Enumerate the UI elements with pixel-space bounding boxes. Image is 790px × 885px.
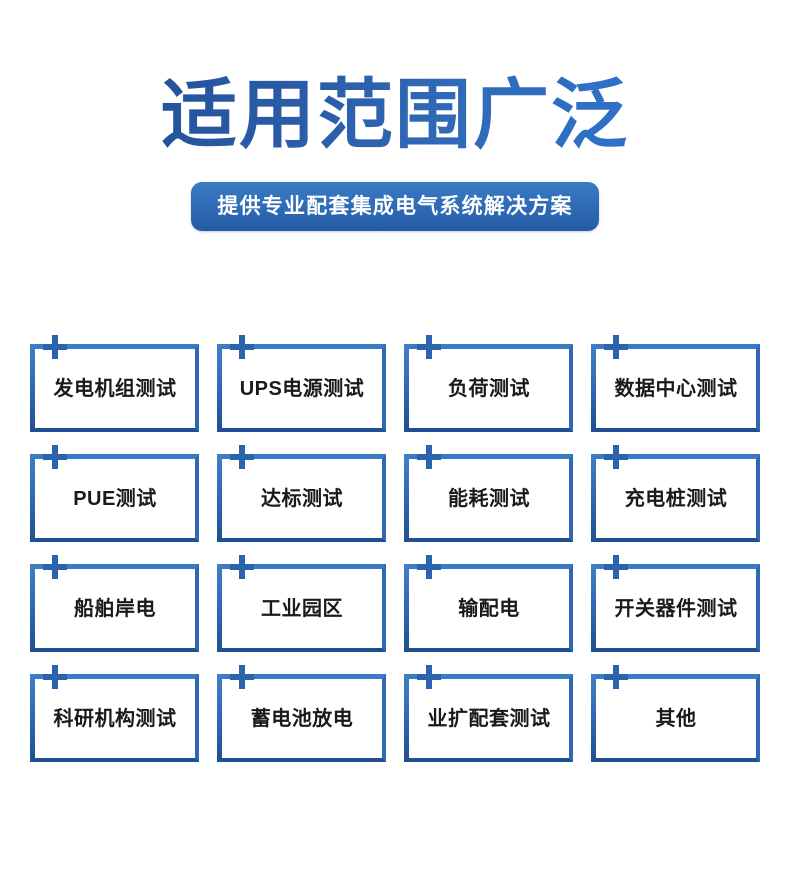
application-card[interactable]: 业扩配套测试 — [404, 665, 573, 762]
plus-icon — [43, 665, 67, 689]
application-card[interactable]: 达标测试 — [217, 445, 386, 542]
application-card[interactable]: 输配电 — [404, 555, 573, 652]
plus-icon — [604, 665, 628, 689]
application-card-label: 输配电 — [458, 597, 520, 620]
application-card-label: 发电机组测试 — [53, 377, 177, 400]
plus-icon — [230, 555, 254, 579]
plus-icon — [230, 445, 254, 469]
application-card[interactable]: UPS电源测试 — [217, 335, 386, 432]
subtitle-text: 提供专业配套集成电气系统解决方案 — [217, 195, 573, 218]
plus-icon — [230, 665, 254, 689]
plus-icon — [43, 555, 67, 579]
application-card[interactable]: 科研机构测试 — [30, 665, 199, 762]
subtitle-banner-wrap: 提供专业配套集成电气系统解决方案 — [0, 182, 790, 231]
plus-icon — [417, 335, 441, 359]
application-card-label: 业扩配套测试 — [427, 707, 551, 730]
application-card[interactable]: 数据中心测试 — [591, 335, 760, 432]
subtitle-banner: 提供专业配套集成电气系统解决方案 — [191, 182, 599, 231]
plus-icon — [230, 335, 254, 359]
application-card-label: 船舶岸电 — [74, 597, 156, 620]
application-card-label: 达标测试 — [261, 487, 343, 510]
application-card-label: PUE测试 — [73, 487, 157, 510]
application-card-label: 数据中心测试 — [614, 377, 738, 400]
application-card[interactable]: 船舶岸电 — [30, 555, 199, 652]
application-card[interactable]: PUE测试 — [30, 445, 199, 542]
plus-icon — [43, 445, 67, 469]
application-card[interactable]: 负荷测试 — [404, 335, 573, 432]
application-card[interactable]: 工业园区 — [217, 555, 386, 652]
plus-icon — [417, 555, 441, 579]
plus-icon — [43, 335, 67, 359]
application-card-label: 蓄电池放电 — [250, 707, 354, 730]
application-card-label: 开关器件测试 — [614, 597, 738, 620]
application-card[interactable]: 充电桩测试 — [591, 445, 760, 542]
application-card-grid: 发电机组测试 UPS电源测试 负荷测试 数据中心测试 PUE测试 达标测试 能耗测试 充电桩测… — [30, 335, 760, 762]
page-header: 适用范围广泛 提供专业配套集成电气系统解决方案 — [0, 0, 790, 231]
plus-icon — [604, 335, 628, 359]
application-card[interactable]: 蓄电池放电 — [217, 665, 386, 762]
plus-icon — [417, 665, 441, 689]
plus-icon — [417, 445, 441, 469]
page-title: 适用范围广泛 — [155, 74, 635, 158]
application-card-label: 充电桩测试 — [624, 487, 728, 510]
application-card-label: 能耗测试 — [448, 487, 530, 510]
plus-icon — [604, 445, 628, 469]
application-card-label: 工业园区 — [261, 597, 343, 620]
application-card[interactable]: 其他 — [591, 665, 760, 762]
application-card[interactable]: 开关器件测试 — [591, 555, 760, 652]
application-card[interactable]: 能耗测试 — [404, 445, 573, 542]
application-card-label: UPS电源测试 — [239, 377, 365, 400]
application-card-label: 科研机构测试 — [53, 707, 177, 730]
application-card-label: 负荷测试 — [448, 377, 530, 400]
application-card-label: 其他 — [655, 707, 697, 730]
plus-icon — [604, 555, 628, 579]
application-card[interactable]: 发电机组测试 — [30, 335, 199, 432]
